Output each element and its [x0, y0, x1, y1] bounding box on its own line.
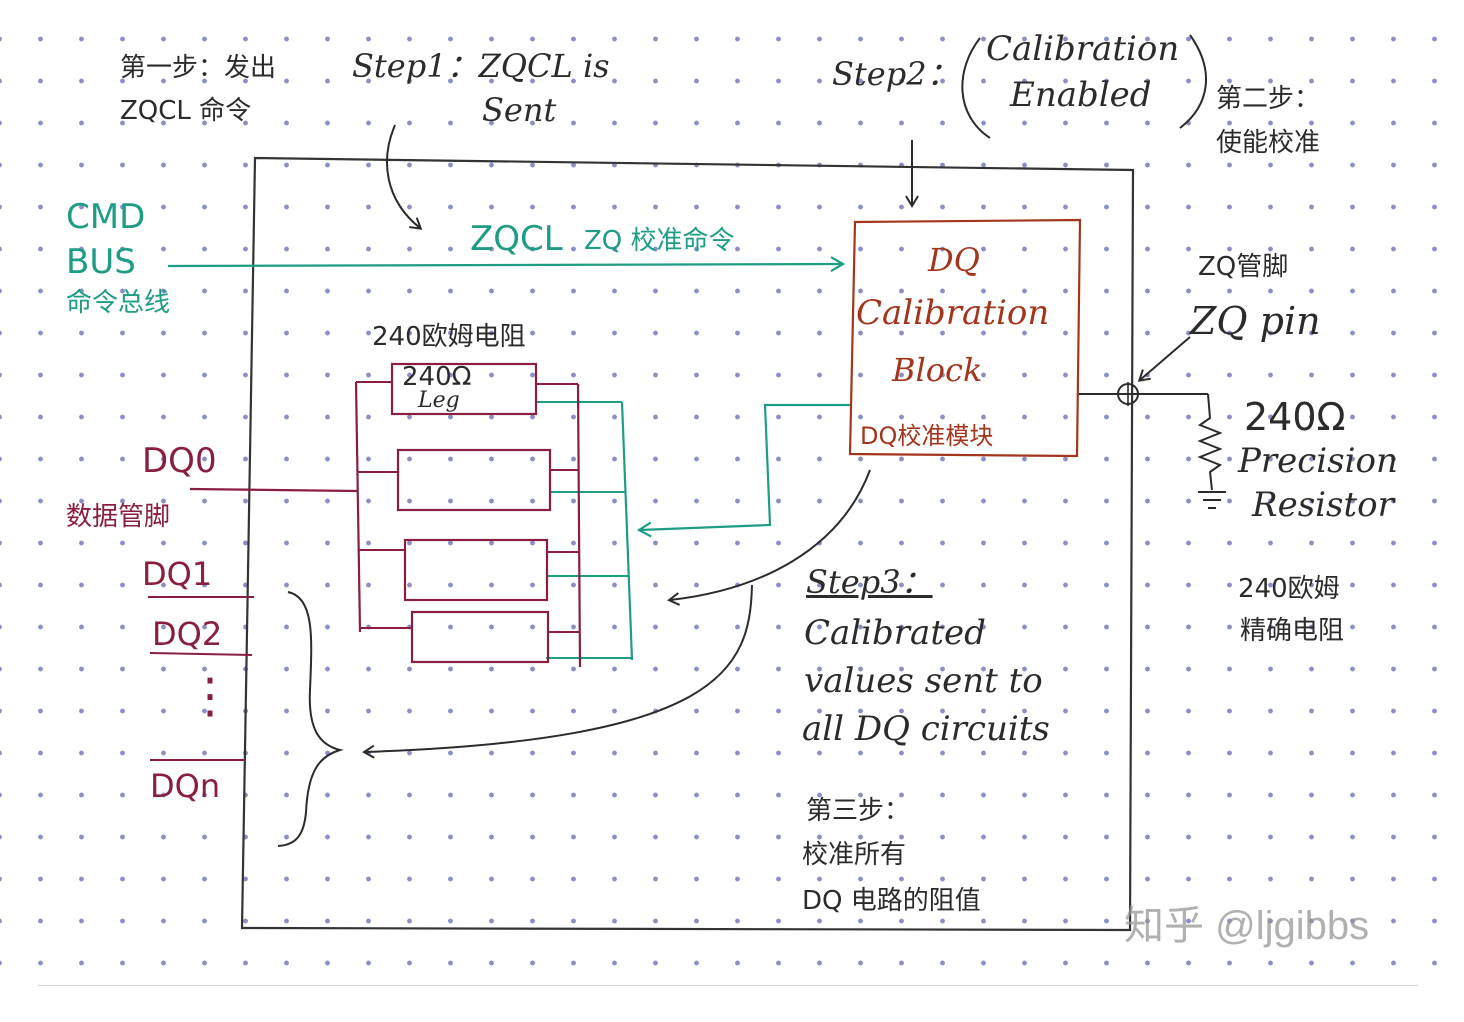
cmd-bus-label-line1: CMD	[66, 197, 146, 237]
step3-cn-line2: 校准所有	[802, 840, 907, 870]
precision-resistor-cn-line2: 精确电阻	[1240, 616, 1345, 646]
dq2-label: DQ2	[152, 615, 223, 653]
resistor-leg-2	[396, 448, 552, 512]
dq1-label: DQ1	[142, 555, 213, 593]
step2-cn-line1: 第二步：	[1216, 84, 1321, 114]
zq-pin-en: ZQ pin	[1190, 299, 1321, 343]
calibration-block-line1: DQ	[928, 241, 980, 279]
page-bottom-margin	[0, 985, 1464, 1022]
precision-resistor-value: 240Ω	[1244, 395, 1346, 439]
dq-curly-brace	[277, 591, 344, 847]
dq-calibration-block-outline	[848, 218, 1082, 458]
cmd-bus-arrow	[167, 256, 846, 272]
leg-control-bus	[620, 401, 634, 661]
zq-pin-pointer	[1137, 336, 1191, 382]
leg-value-label: 240Ω	[402, 362, 472, 392]
resistor-leg-4	[410, 610, 550, 664]
calibration-block-cn: DQ校准模块	[860, 422, 994, 450]
watermark: 知乎 @ljgibbs	[1124, 904, 1370, 948]
step3-line3: all DQ circuits	[802, 709, 1050, 749]
step2-en-line2: Enabled	[1010, 75, 1152, 115]
dqn-label: DQn	[150, 767, 221, 805]
step1-en-line1: Step1：ZQCL is	[352, 47, 610, 85]
step1-en-line2: Sent	[482, 91, 557, 129]
zq-pin-cn: ZQ管脚	[1198, 252, 1289, 282]
step3-arrow-to-dq	[362, 584, 753, 759]
legs-right-rail	[576, 383, 582, 668]
precision-resistor-line2: Resistor	[1252, 485, 1394, 525]
dq2-wire	[149, 652, 253, 656]
data-pins-cn: 数据管脚	[66, 502, 171, 532]
step3-arrow-to-legs	[667, 469, 871, 606]
dq-ellipsis: ⋮	[186, 668, 234, 724]
cmd-bus-label-cn: 命令总线	[66, 288, 171, 318]
resistor-leg-3	[403, 538, 549, 602]
step3-label: Step3：	[806, 563, 933, 601]
leg-word-label: Leg	[418, 388, 460, 413]
step1-arrow	[386, 124, 423, 230]
calibration-feedback-wire	[636, 403, 850, 538]
calibration-block-line3: Block	[892, 351, 983, 389]
step3-cn-line3: DQ 电路的阻值	[802, 886, 981, 916]
dq0-wire	[189, 487, 358, 493]
dq0-label: DQ0	[142, 441, 217, 481]
step3-cn-line1: 第三步：	[806, 796, 911, 826]
precision-resistor-line1: Precision	[1238, 441, 1398, 481]
resistor-leg-1	[390, 362, 538, 416]
step2-label: Step2：	[832, 55, 959, 93]
precision-resistor-zigzag	[1197, 393, 1223, 491]
step1-cn-line2: ZQCL 命令	[120, 96, 252, 126]
calibration-bracket-left	[961, 37, 991, 139]
legs-cn-label: 240欧姆电阻	[372, 322, 526, 352]
dram-chip-outline	[240, 156, 1135, 932]
step3-line1: Calibrated	[804, 613, 986, 653]
step1-cn-line1: 第一步：发出	[120, 53, 277, 83]
page-bottom-rule	[38, 985, 1418, 986]
step2-cn-line2: 使能校准	[1216, 128, 1321, 158]
cmd-bus-label-line2: BUS	[66, 242, 136, 282]
calibration-bracket-right	[1179, 34, 1207, 129]
precision-resistor-cn-line1: 240欧姆	[1238, 574, 1340, 604]
calibration-block-line2: Calibration	[856, 293, 1050, 333]
legs-left-rail	[354, 381, 362, 633]
zqcl-command-en: ZQCL	[470, 219, 563, 259]
zqcl-command-cn: ZQ 校准命令	[584, 226, 735, 256]
step3-line2: values sent to	[804, 661, 1043, 701]
step2-en-line1: Calibration	[986, 29, 1180, 69]
